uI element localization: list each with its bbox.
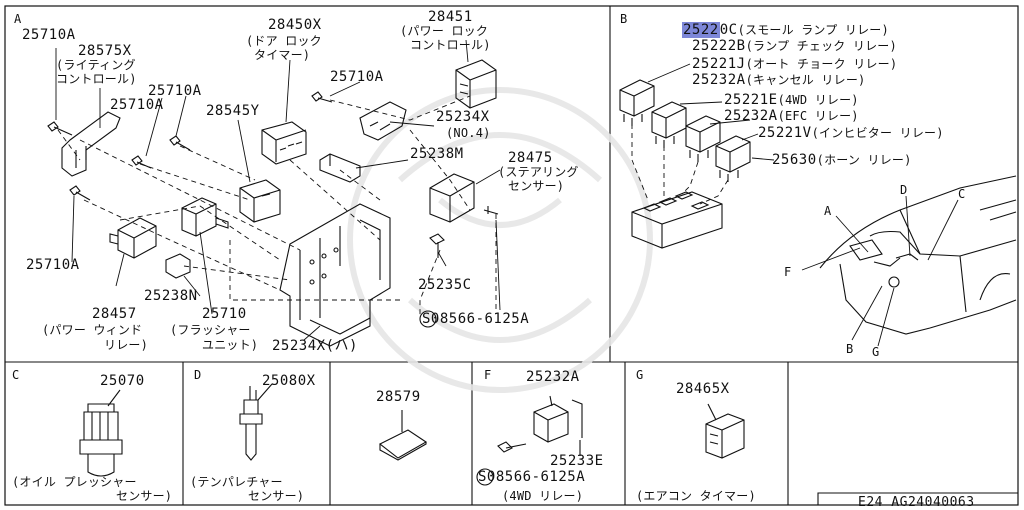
locator-b-label: B <box>846 342 854 356</box>
relay-25222b-row: 25222B(ランプ チェック リレー) <box>692 39 897 54</box>
relay-number: 25221E <box>724 92 778 108</box>
part-25232a-label: 25232A <box>526 369 580 385</box>
locator-g-label: G <box>872 345 880 359</box>
diagram-code: E24 AG24040063 <box>858 495 975 510</box>
part-25710a-bottom-label: 25710A <box>26 257 80 273</box>
part-28451-label: 28451 <box>428 9 473 25</box>
part-25080x-label: 25080X <box>262 373 316 389</box>
panel-d-letter: D <box>194 368 202 382</box>
panel-g-letter: G <box>636 368 644 382</box>
part-25235c-label: 25235C <box>418 277 472 293</box>
relay-25232a-efc-row: 25232A(EFC リレー) <box>724 109 859 124</box>
part-25080x-desc-line2: センサー) <box>248 489 305 503</box>
panel-b-letter: B <box>620 12 628 26</box>
panel-b-components <box>619 63 1017 347</box>
locator-a-label: A <box>824 204 832 218</box>
relay-25221j-row: 25221J(オート チョーク リレー) <box>692 57 897 72</box>
relay-desc: (オート チョーク リレー) <box>745 57 898 71</box>
part-28465x-desc: (エアコン タイマー) <box>636 489 756 503</box>
relay-25220c-desc: (スモール ランプ リレー) <box>737 23 889 37</box>
part-25710a-right-label: 25710A <box>330 69 384 85</box>
part-28579-label: 28579 <box>376 389 421 405</box>
part-28475-desc-line1: (ステアリング <box>498 165 579 179</box>
part-28575x-desc-line2: コントロール) <box>56 72 137 86</box>
part-28450x-desc-line2: タイマー) <box>254 48 311 62</box>
panel-a-components <box>47 39 501 347</box>
locator-f-label: F <box>784 265 792 279</box>
relay-number: 25232A <box>692 72 746 88</box>
part-25080x-desc-line1: (テンパレチャー <box>190 475 283 489</box>
relay-25220c-number-suffix: 0C <box>719 22 738 38</box>
part-25070-label: 25070 <box>100 373 145 389</box>
part-28465x-label: 28465X <box>676 381 730 397</box>
part-25710-label: 25710 <box>202 306 247 322</box>
relay-number: 25222B <box>692 38 746 54</box>
relay-number: 25630 <box>772 152 817 168</box>
relay-25220c-highlight: 2522 <box>682 22 720 38</box>
part-28475-desc-line2: センサー) <box>508 179 565 193</box>
part-28457-desc-line2: リレー) <box>104 338 149 352</box>
relay-number: 25232A <box>724 108 778 124</box>
part-28575x-desc-line1: (ライティング <box>56 58 136 72</box>
part-25238m-label: 25238M <box>410 146 464 162</box>
part-25710a-top-label: 25710A <box>22 27 76 43</box>
relay-25630-row: 25630(ホーン リレー) <box>772 153 912 168</box>
part-28457-desc-line1: (パワー ウィンド <box>42 323 143 337</box>
part-25234x-ha-label: 25234X(ハ) <box>272 338 358 354</box>
panel-a-letter: A <box>14 12 22 26</box>
part-08566-screw-label: S08566-6125A <box>422 311 530 327</box>
part-25232a-desc: (4WD リレー) <box>502 489 584 503</box>
part-25234x-no-label: (NO.4) <box>446 126 491 140</box>
part-28545y-label: 28545Y <box>206 103 260 119</box>
part-25234x-label: 25234X <box>436 109 490 125</box>
part-28451-desc-line2: コントロール) <box>410 38 491 52</box>
relay-desc: (4WD リレー) <box>777 93 859 107</box>
relay-desc: (キャンセル リレー) <box>745 73 866 87</box>
locator-d-label: D <box>900 183 908 197</box>
part-25233e-label: 25233E <box>550 453 604 469</box>
part-08566-screw-f-label: S08566-6125A <box>478 469 586 485</box>
relay-desc: (EFC リレー) <box>777 109 859 123</box>
bottom-panel-components <box>79 383 745 477</box>
part-28450x-label: 28450X <box>268 17 322 33</box>
relay-desc: (ランプ チェック リレー) <box>745 39 897 53</box>
panel-c-letter: C <box>12 368 20 382</box>
part-25710-desc-line1: (フラッシャー <box>170 323 251 337</box>
part-28475-label: 28475 <box>508 150 553 166</box>
watermark-emblem <box>347 87 653 393</box>
part-28450x-desc-line1: (ドア ロック <box>246 34 322 48</box>
relay-25232a-cancel-row: 25232A(キャンセル リレー) <box>692 73 865 88</box>
part-28451-desc-line1: (パワー ロック <box>400 24 489 38</box>
relay-25221e-row: 25221E(4WD リレー) <box>724 93 859 108</box>
relay-25221v-row: 25221V(インヒビター リレー) <box>758 126 944 141</box>
part-25710a-mid-label: 25710A <box>148 83 202 99</box>
locator-c-label: C <box>958 187 966 201</box>
part-28575x-label: 28575X <box>78 43 132 59</box>
part-25710a-left-label: 25710A <box>110 97 164 113</box>
relay-25220c-row[interactable]: 25220C(スモール ランプ リレー) <box>682 22 889 38</box>
part-25710-desc-line2: ユニット) <box>202 338 259 352</box>
relay-number: 25221J <box>692 56 746 72</box>
part-28457-label: 28457 <box>92 306 137 322</box>
part-25070-desc-line2: センサー) <box>116 489 173 503</box>
panel-f-letter: F <box>484 368 492 382</box>
relay-desc: (インヒビター リレー) <box>811 126 944 140</box>
relay-desc: (ホーン リレー) <box>816 153 912 167</box>
part-25238n-label: 25238N <box>144 288 198 304</box>
panel-borders <box>4 5 1019 506</box>
part-25070-desc-line1: (オイル プレッシャー <box>12 475 137 489</box>
relay-number: 25221V <box>758 125 812 141</box>
